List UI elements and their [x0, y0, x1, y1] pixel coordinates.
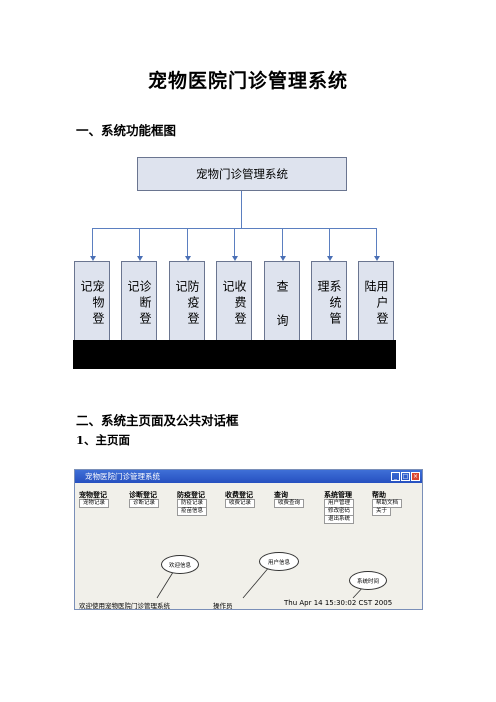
org-box-query: 查 询 [264, 261, 300, 341]
arrow-down-icon [373, 256, 380, 261]
status-welcome-text: 欢迎使用宠物医院门诊管理系统 [79, 602, 170, 610]
window-titlebar: 宠物医院门诊管理系统 _ □ × [75, 470, 422, 483]
menu-fee-registration[interactable]: 收费登记 [225, 490, 253, 499]
org-branch-line [139, 228, 140, 257]
arrow-down-icon [326, 256, 333, 261]
org-box-pet-registration: 宠物登记 [74, 261, 110, 341]
menu-diagnosis-registration[interactable]: 诊断登记 [129, 490, 157, 499]
org-box-label: 宠物登记 [79, 280, 105, 328]
org-box-label: 防疫登记 [174, 280, 200, 328]
menu-item-pet-record[interactable]: 宠物记录 [79, 499, 110, 508]
document-title: 宠物医院门诊管理系统 [147, 70, 348, 92]
org-box-diagnosis-registration: 诊断登记 [121, 261, 157, 341]
arrow-down-icon [184, 256, 191, 261]
minimize-icon[interactable]: _ [391, 472, 400, 481]
org-box-label: 收费登记 [221, 280, 247, 328]
org-box-system-management: 系统管理 [311, 261, 347, 341]
org-box-user-login: 用户登陆 [358, 261, 394, 341]
callout-user-info: 用户信息 [259, 552, 299, 571]
org-box-fee-registration: 收费登记 [216, 261, 252, 341]
org-box-vaccination-registration: 防疫登记 [169, 261, 205, 341]
section-heading-function-diagram: 一、系统功能框图 [76, 123, 177, 138]
org-root-box: 宠物门诊管理系统 [137, 157, 347, 191]
menu-system-management[interactable]: 系统管理 [324, 490, 352, 499]
menu-help[interactable]: 帮助 [372, 490, 386, 499]
org-branch-line [234, 228, 235, 257]
org-branch-line [187, 228, 188, 257]
menu-pet-registration[interactable]: 宠物登记 [79, 490, 107, 499]
org-box-label: 用户登陆 [363, 280, 389, 328]
callout-system-time: 系统时间 [349, 571, 387, 590]
window-title: 宠物医院门诊管理系统 [85, 472, 160, 481]
org-box-label: 查 询 [275, 280, 289, 330]
arrow-down-icon [231, 256, 238, 261]
org-box-label: 系统管理 [316, 280, 342, 328]
menu-vaccination-registration[interactable]: 防疫登记 [177, 490, 205, 499]
menu-item-diagnosis-record[interactable]: 诊断记录 [129, 499, 160, 508]
menu-item-exit-system[interactable]: 退出系统 [324, 515, 355, 524]
subsection-heading-main-page: 1、主页面 [76, 433, 131, 447]
section-heading-main-page: 二、系统主页面及公共对话框 [76, 413, 239, 428]
org-branch-line [92, 228, 93, 257]
arrow-down-icon [279, 256, 286, 261]
arrow-down-icon [89, 256, 96, 261]
maximize-icon[interactable]: □ [401, 472, 410, 481]
org-trunk-line [241, 191, 242, 228]
close-icon[interactable]: × [411, 472, 420, 481]
menu-query[interactable]: 查询 [274, 490, 288, 499]
callout-welcome-info: 欢迎信息 [161, 555, 199, 574]
menu-item-vaccine-info[interactable]: 疫苗信息 [177, 507, 208, 516]
app-window-screenshot: 宠物医院门诊管理系统 _ □ × 宠物登记 诊断登记 防疫登记 收费登记 查询 … [74, 469, 423, 610]
org-branch-line [329, 228, 330, 257]
status-time-text: Thu Apr 14 15:30:02 CST 2005 [284, 599, 393, 607]
menu-item-fee-record[interactable]: 收费记录 [225, 499, 256, 508]
org-branch-line [282, 228, 283, 257]
status-user-text: 操作员 [213, 602, 233, 610]
redaction-bar [73, 340, 396, 369]
status-bar: 欢迎使用宠物医院门诊管理系统 操作员 Thu Apr 14 15:30:02 C… [75, 598, 422, 610]
org-box-label: 诊断登记 [126, 280, 152, 328]
menu-item-about[interactable]: 关于 [372, 507, 392, 516]
menu-item-fee-query[interactable]: 收费查询 [274, 499, 305, 508]
org-branch-line [376, 228, 377, 257]
arrow-down-icon [136, 256, 143, 261]
org-root-label: 宠物门诊管理系统 [196, 167, 288, 181]
